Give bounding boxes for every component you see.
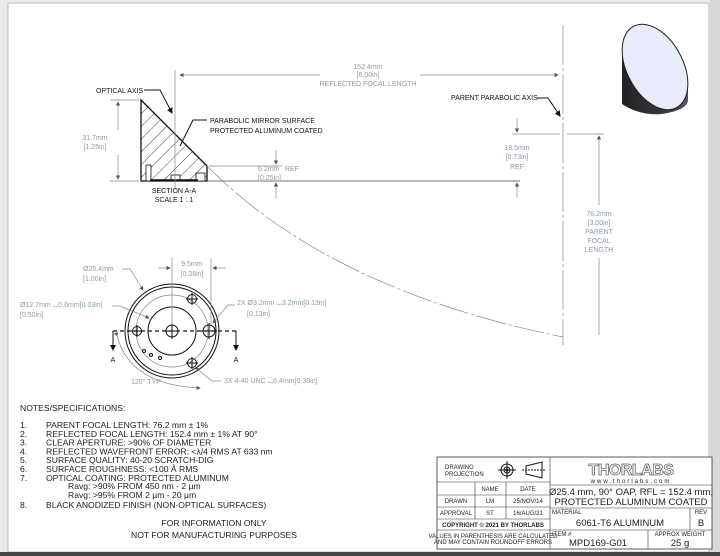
copyright: COPYRIGHT © 2021 BY THORLABS [442, 522, 544, 529]
note-number: 5. [20, 455, 27, 465]
pfl-label-1: PARENT [585, 229, 614, 236]
note-text: PARENT FOCAL LENGTH: 76.2 mm ± 1% [46, 420, 209, 430]
note-text: OPTICAL COATING: PROTECTED ALUMINUM [46, 473, 229, 483]
edge-dim-mm: 6.2mm [258, 166, 280, 173]
rfl-dim-mm: 152.4mm [353, 64, 382, 71]
height-dim-mm: 31.7mm [82, 135, 107, 142]
note-number: 4. [20, 446, 27, 456]
rfl-dim-in: [6.00in] [357, 72, 380, 79]
note-sub-item: Ravg: >95% FROM 2 µm - 20 µm [68, 490, 196, 500]
note-number: 1. [20, 420, 27, 430]
bottom-view [110, 258, 239, 390]
notes: NOTES/SPECIFICATIONS: 1. PARENT FOCAL LEN… [20, 403, 297, 540]
scrollbar[interactable] [710, 0, 720, 556]
note-text: SURFACE QUALITY: 40-20 SCRATCH-DIG [46, 455, 214, 465]
drawn-label: DRAWN [445, 499, 467, 505]
website: www.thorlabs.com [590, 479, 672, 485]
description-line-1: Ø25.4 mm, 90° OAP, RFL = 152.4 mm, [549, 487, 713, 498]
third-angle-projection-icon [498, 461, 545, 479]
offset-dim-ref: REF [510, 164, 524, 171]
footer-line-2: NOT FOR MANUFACTURING PURPOSES [131, 530, 297, 540]
note-text: CLEAR APERTURE: >90% OF DIAMETER [46, 438, 211, 448]
section-scale: SCALE 1 : 1 [155, 197, 194, 204]
material-value: 6061-T6 ALUMINUM [576, 518, 664, 529]
item-number: MPD169-G01 [569, 538, 627, 549]
rfl-dim-label: REFLECTED FOCAL LENGTH [320, 81, 417, 88]
section-title: SECTION A-A [152, 188, 197, 195]
projection-label-2: PROJECTION [445, 472, 484, 478]
values-note-2: AND MAY CONTAIN ROUNDOFF ERRORS [434, 540, 552, 546]
note-text: SURFACE ROUGHNESS: <100 Å RMS [46, 464, 198, 474]
date-header: DATE [520, 487, 536, 493]
pfl-label-3: LENGTH [585, 247, 613, 254]
note-number: 7. [20, 473, 27, 483]
values-note-1: VALUES IN PARENTHESIS ARE CALCULATED [428, 534, 558, 540]
note-text: REFLECTED WAVEFRONT ERROR: <λ/4 RMS AT 6… [46, 446, 273, 456]
pfl-dim-mm: 76.2mm [586, 211, 611, 218]
section-mark-right: A [234, 357, 239, 364]
recess-dim: Ø12.7mm ⌴0.6mm[0.03in] [20, 302, 103, 309]
pfl-label-2: FOCAL [587, 238, 610, 245]
mirror-coating-label: PROTECTED ALUMINUM COATED [210, 128, 323, 135]
notes-header: NOTES/SPECIFICATIONS: [20, 403, 125, 413]
note-text: BLACK ANODIZED FINISH (NON-OPTICAL SURFA… [46, 500, 266, 510]
material-label: MATERIAL [552, 510, 582, 516]
pfl-dim-in: [3.00in] [588, 220, 611, 227]
diameter-dim-mm: Ø25.4mm [83, 266, 114, 273]
note-number: 2. [20, 429, 27, 439]
offset-dim-in: [0.73in] [506, 154, 529, 161]
note-number: 3. [20, 438, 27, 448]
approval-name: ST [486, 511, 494, 517]
note-sub-item: Ravg: >90% FROM 450 nm - 2 µm [68, 481, 201, 491]
note-number: 6. [20, 464, 27, 474]
drawn-name: LM [486, 499, 494, 505]
approval-date: 16/AUG/21 [513, 511, 543, 517]
name-header: NAME [481, 487, 498, 493]
weight-value: 25 g [671, 538, 690, 549]
edge-dim-ref: REF [285, 166, 299, 173]
recess-dim-in: [0.50in] [20, 312, 43, 319]
note-text: REFLECTED FOCAL LENGTH: 152.4 mm ± 1% AT… [46, 429, 257, 439]
parent-axis-label: PARENT PARABOLIC AXIS [451, 95, 538, 102]
edge-dim-in: [0.25in] [258, 175, 281, 182]
footer-line-1: FOR INFORMATION ONLY [161, 518, 266, 528]
section-view [110, 25, 604, 345]
mirror-surface-label: PARABOLIC MIRROR SURFACE [210, 118, 315, 125]
note-number: 8. [20, 500, 27, 510]
rev-label: REV [695, 510, 707, 516]
projection-label-1: DRAWING [445, 465, 474, 471]
description-line-2: PROTECTED ALUMINUM COATED [555, 497, 708, 508]
pin-holes-dim-in: [0.13in] [247, 311, 270, 318]
height-dim-in: [1.25in] [84, 144, 107, 151]
diameter-dim-in: [1.00in] [83, 276, 106, 283]
spacing-dim-mm: 9.5mm [181, 261, 203, 268]
optical-axis-label: OPTICAL AXIS [96, 88, 144, 95]
angle-dim: 120° TYP [131, 378, 161, 386]
thorlabs-logo: THORLABS [589, 462, 675, 479]
mirror-3d-render-icon [621, 23, 689, 115]
section-mark-left: A [111, 357, 116, 364]
item-label: ITEM # [552, 532, 572, 538]
rev-value: B [698, 518, 704, 529]
drawn-date: 25/NOV/14 [513, 499, 543, 505]
weight-label: APPROX WEIGHT [655, 532, 706, 538]
pin-holes-dim: 2X Ø3.2mm ⌴3.2mm[0.13in] [237, 300, 326, 307]
offset-dim-mm: 18.5mm [504, 145, 529, 152]
tapped-holes-dim: 3X 4-40 UNC ⌴6.4mm[0.30in] [224, 378, 318, 385]
title-block: DRAWING PROJECTION NAME DATE DRAWN LM 25… [428, 456, 713, 550]
spacing-dim-in: [0.38in] [181, 271, 204, 278]
approval-label: APPROVAL [440, 511, 473, 517]
bottom-edge [0, 552, 720, 556]
